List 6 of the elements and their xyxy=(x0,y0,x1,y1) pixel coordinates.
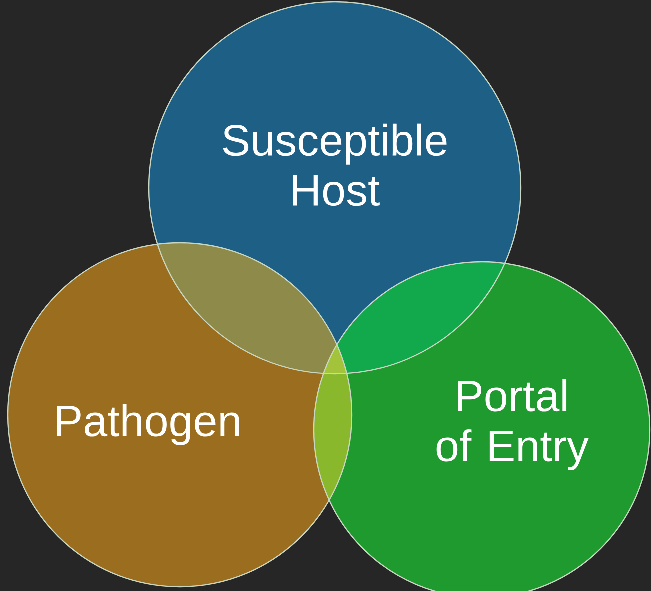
circle-outline xyxy=(313,261,651,591)
circle-label: Susceptible Host xyxy=(223,124,447,206)
circle-outline xyxy=(7,242,353,588)
circle-label: Pathogen xyxy=(57,404,240,446)
circle-label: Portal of Entry xyxy=(436,379,589,470)
circle-outline xyxy=(148,1,522,375)
